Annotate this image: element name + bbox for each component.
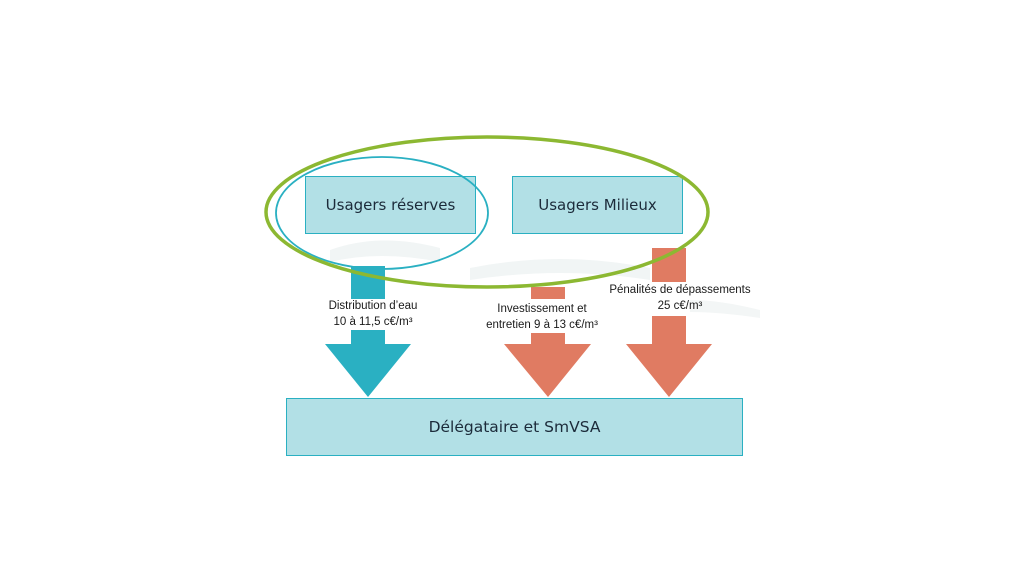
distribution-label-line2: 10 à 11,5 c€/m³ <box>333 316 413 328</box>
arrow-investissement-shaft-bottom <box>531 333 565 344</box>
distribution-label: Distribution d’eau 10 à 11,5 c€/m³ <box>303 298 443 330</box>
arrow-distribution-shaft-bottom <box>351 330 385 344</box>
usagers-milieux-label: Usagers Milieux <box>538 196 657 214</box>
usagers-reserves-box: Usagers réserves <box>305 176 476 234</box>
arrow-penalites-head <box>626 344 712 397</box>
arrow-distribution-shaft-top <box>351 266 385 299</box>
delegataire-label: Délégataire et SmVSA <box>428 418 601 436</box>
usagers-reserves-label: Usagers réserves <box>325 196 456 214</box>
background-swoosh-middle <box>470 259 650 280</box>
penalites-label-line1: Pénalités de dépassements <box>609 284 751 296</box>
arrow-penalites-shaft-bottom <box>652 316 686 344</box>
arrow-distribution <box>325 266 411 397</box>
investissement-label-line1: Investissement et <box>497 303 587 315</box>
delegataire-box: Délégataire et SmVSA <box>286 398 743 456</box>
investissement-label-line2: entretien 9 à 13 c€/m³ <box>486 319 598 331</box>
arrow-penalites-shaft-top <box>652 248 686 282</box>
background-swoosh-left <box>330 240 440 262</box>
penalites-label-line2: 25 c€/m³ <box>657 300 703 312</box>
penalites-label: Pénalités de dépassements 25 c€/m³ <box>605 282 755 314</box>
investissement-label: Investissement et entretien 9 à 13 c€/m³ <box>472 301 612 333</box>
distribution-label-line1: Distribution d’eau <box>328 300 418 312</box>
usagers-milieux-box: Usagers Milieux <box>512 176 683 234</box>
arrow-investissement <box>504 287 591 397</box>
background-swoosh-right <box>690 300 760 318</box>
arrow-investissement-shaft-top <box>531 287 565 299</box>
arrow-investissement-head <box>504 344 591 397</box>
arrow-distribution-head <box>325 344 411 397</box>
